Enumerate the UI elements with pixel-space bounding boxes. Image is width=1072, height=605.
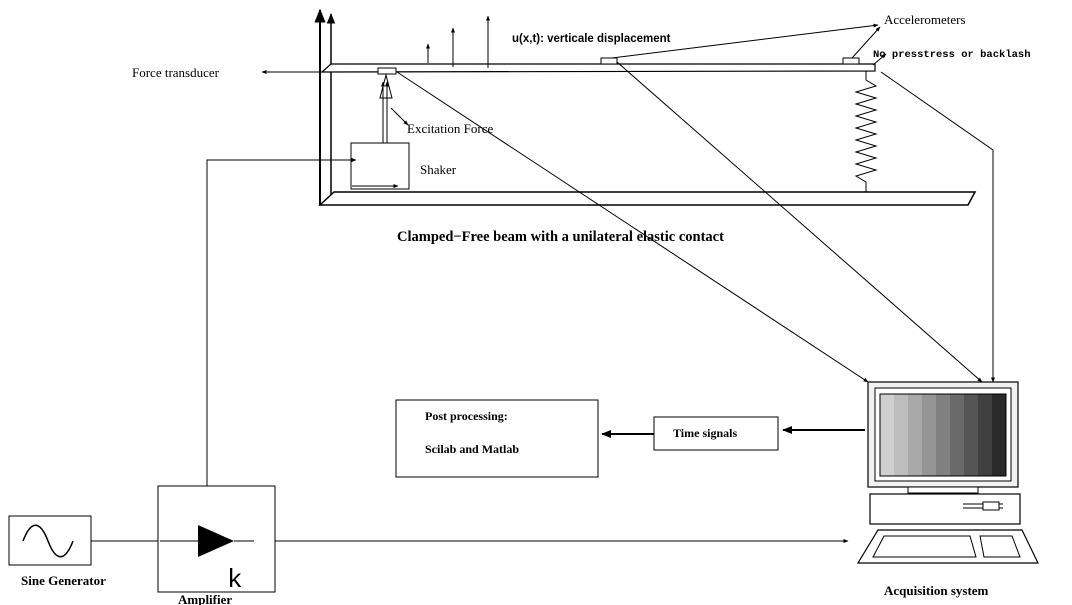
u-displacement-label: u(x,t): verticale displacement [512, 33, 671, 45]
amplifier: k Amplifier [157, 485, 276, 605]
time-signals-label: Time signals [673, 426, 737, 440]
sine-generator: Sine Generator [8, 515, 106, 588]
shaker-box [350, 142, 410, 190]
stinger-cone [379, 73, 393, 99]
beam [320, 63, 876, 73]
acquisition-system: Acquisition system [856, 381, 1039, 598]
post-processing-box: Post processing: Scilab and Matlab [395, 399, 599, 478]
beam-test-rig: Force transducer u(x,t): verticale displ… [132, 8, 1031, 206]
amplifier-triangle-icon [198, 525, 234, 557]
screen-stripe [894, 394, 909, 476]
screen-stripe [880, 394, 895, 476]
unilateral-spring [854, 71, 878, 192]
screen-stripe [978, 394, 993, 476]
shaker-label: Shaker [420, 162, 457, 177]
sine-wave-icon [22, 524, 74, 558]
excitation-arrow [390, 107, 409, 126]
amplifier-gain: k [227, 565, 243, 595]
force-transducer-block [377, 67, 397, 75]
screen-stripe [922, 394, 937, 476]
force-transducer-label: Force transducer [132, 65, 220, 80]
accelerometers-label: Accelerometers [884, 12, 966, 27]
amplifier-to-shaker-wire [206, 158, 357, 486]
excitation-force-label: Excitation Force [407, 121, 494, 136]
accelerometer-tip [842, 57, 860, 65]
screen-border [879, 393, 1007, 477]
accelerometer-mid [600, 57, 618, 65]
accelerometers-arrow-2 [851, 26, 881, 59]
no-prestress-arrow [872, 53, 887, 66]
signal-wiring [91, 61, 995, 543]
post-processing-title: Post processing: [425, 409, 508, 423]
screen-stripe [908, 394, 923, 476]
screen-stripe [936, 394, 951, 476]
monitor-screen [879, 393, 1007, 477]
post-processing-tools: Scilab and Matlab [425, 442, 519, 456]
acquisition-system-label: Acquisition system [884, 583, 989, 598]
mid-accelerometer-cable [616, 61, 983, 383]
accelerometers-arrow-1 [611, 23, 879, 59]
force-transducer-cable [396, 71, 869, 383]
screen-stripe [950, 394, 965, 476]
beam-caption: Clamped−Free beam with a unilateral elas… [397, 229, 724, 245]
sine-generator-label: Sine Generator [21, 573, 106, 588]
base-plate [318, 191, 977, 206]
tip-accelerometer-cable [880, 71, 995, 383]
amplifier-label: Amplifier [178, 592, 232, 605]
time-signals-box: Time signals [653, 416, 779, 451]
no-prestress-label: No presstress or backlash [873, 49, 1031, 61]
screen-stripe [992, 394, 1007, 476]
screen-stripe [964, 394, 979, 476]
